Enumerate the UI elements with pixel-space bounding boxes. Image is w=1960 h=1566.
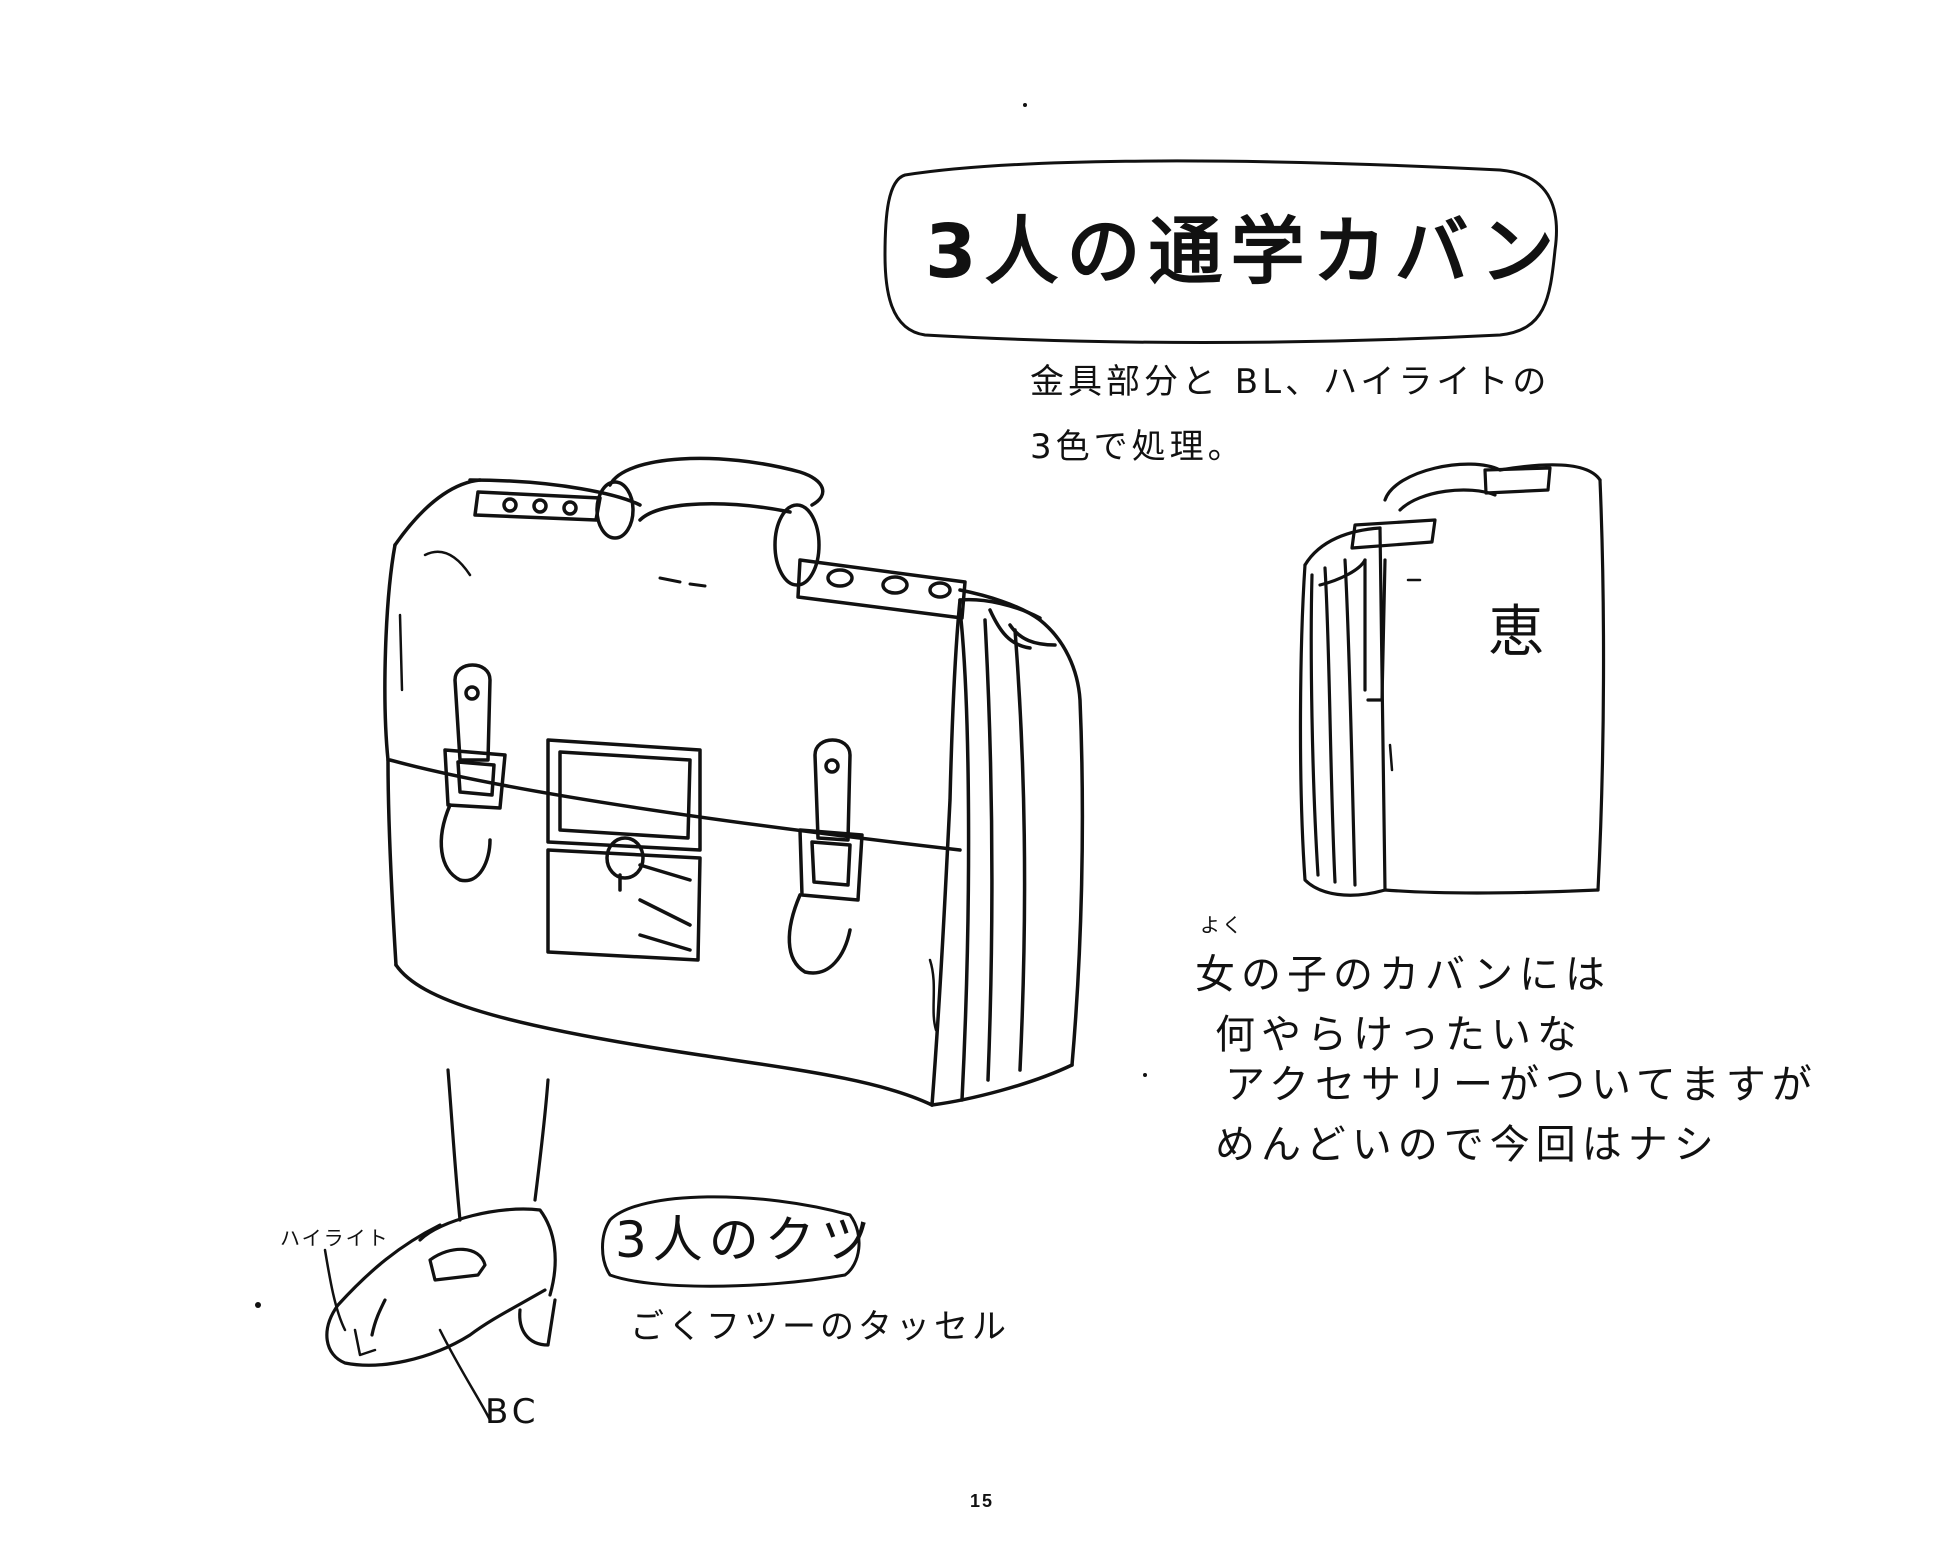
accessory-note-line3: アクセサリーがついてますが bbox=[1225, 1062, 1818, 1108]
page-title: 3人の通学カバン bbox=[925, 209, 1563, 295]
shoes-caption: ごくフツーのタッセル bbox=[630, 1307, 1010, 1347]
accessory-note-line2: 何やらけったいな bbox=[1215, 1012, 1583, 1058]
shoe-highlight-label: ハイライト bbox=[280, 1226, 390, 1250]
page-number: 15 bbox=[970, 1491, 995, 1511]
metal-parts-note-line2: 3色で処理。 bbox=[1030, 427, 1246, 467]
accessory-note-line4: めんどいので今回はナシ bbox=[1215, 1122, 1720, 1168]
accessory-note-small: よく bbox=[1200, 913, 1244, 937]
shoe-bc-label: BC bbox=[485, 1392, 540, 1432]
accessory-note-line1: 女の子のカバンには bbox=[1195, 952, 1611, 998]
school-bag-side-drawing bbox=[1298, 462, 1606, 897]
shoe-drawing bbox=[323, 1068, 557, 1422]
metal-parts-note-line1: 金具部分と BL、ハイライトの bbox=[1030, 362, 1551, 402]
shoes-title: 3人のクツ bbox=[615, 1211, 877, 1269]
school-bag-front-drawing bbox=[383, 456, 1085, 1107]
shoe-title-bubble bbox=[601, 1195, 861, 1288]
bag-name-mark: 恵 bbox=[1488, 600, 1544, 665]
title-bubble bbox=[883, 159, 1558, 344]
